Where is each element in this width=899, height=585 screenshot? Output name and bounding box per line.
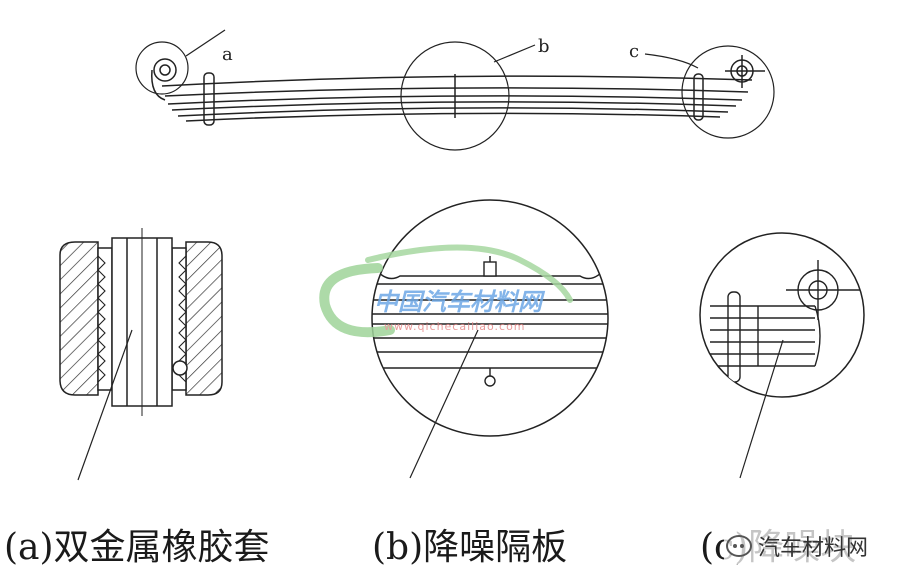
caption-b: (b)降噪隔板 xyxy=(372,527,568,568)
watermark-site-url: www.qichecailiao.com xyxy=(384,320,526,333)
callout-a: a xyxy=(222,44,233,65)
noise-plate-detail xyxy=(371,199,609,479)
chat-bubble-icon xyxy=(726,535,752,557)
callout-b: b xyxy=(538,36,550,57)
watermark: 中国汽车材料网 www.qichecailiao.com xyxy=(319,244,573,338)
bushing-section xyxy=(59,228,223,481)
detail-circle-b xyxy=(400,41,510,151)
caption-a: (a)双金属橡胶套 xyxy=(4,527,270,568)
spring-overview xyxy=(135,29,775,151)
watermark-badge-text: 汽车材料网 xyxy=(758,536,869,561)
callout-c: c xyxy=(629,41,639,62)
watermark-site-name: 中国汽车材料网 xyxy=(374,288,546,316)
noise-block-detail xyxy=(699,232,865,479)
detail-circle-c xyxy=(681,45,775,139)
detail-circle-a xyxy=(135,41,189,95)
watermark-badge: 汽车材料网 xyxy=(724,528,875,564)
